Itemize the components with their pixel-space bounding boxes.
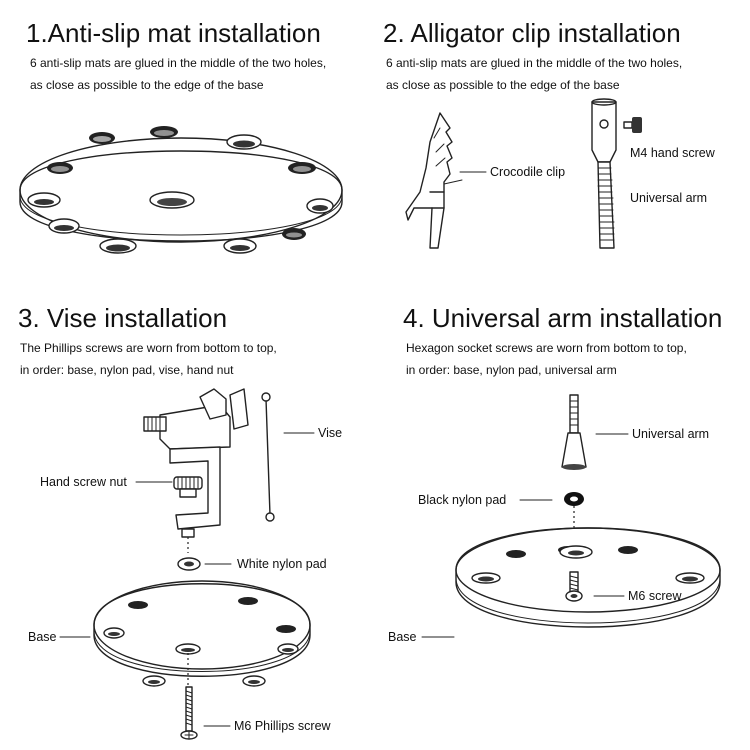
label-vise: Vise	[318, 426, 343, 440]
m6-phillips-screw-illustration	[180, 686, 198, 740]
section-4-title: 4. Universal arm installation	[403, 303, 723, 333]
base-3-mats	[103, 597, 299, 687]
universal-arm-illustration	[591, 98, 642, 249]
base-4-mats	[471, 545, 705, 584]
label-universal-arm-2: Universal arm	[630, 191, 708, 205]
section-1-line-2: as close as possible to the edge of the …	[30, 78, 264, 92]
section-3-line-2: in order: base, nylon pad, vise, hand nu…	[20, 363, 234, 377]
section-4-line-1: Hexagon socket screws are worn from bott…	[406, 341, 687, 355]
section-1-line-1: 6 anti-slip mats are glued in the middle…	[30, 56, 327, 70]
label-universal-arm-4: Universal arm	[632, 427, 710, 441]
section-2-line-2: as close as possible to the edge of the …	[386, 78, 620, 92]
label-white-nylon-pad: White nylon pad	[237, 557, 327, 571]
crocodile-clip-illustration	[405, 112, 463, 249]
base-with-mats-illustration	[19, 126, 343, 254]
label-base-3: Base	[28, 630, 57, 644]
black-nylon-pad-illustration	[564, 492, 584, 528]
section-2-title: 2. Alligator clip installation	[383, 18, 681, 48]
base-3-leader	[59, 636, 91, 638]
section-3-title: 3. Vise installation	[18, 303, 228, 333]
hand-nut-leader	[135, 481, 173, 483]
crocodile-clip-leader	[459, 171, 487, 173]
nylon-pad-leader	[204, 563, 232, 565]
label-black-nylon-pad: Black nylon pad	[418, 493, 507, 507]
base-4-illustration	[455, 527, 721, 628]
anti-slip-mats	[27, 126, 334, 254]
label-m6-screw: M6 screw	[628, 589, 682, 603]
universal-arm-4-leader	[595, 433, 629, 435]
vise-illustration	[143, 388, 275, 553]
base-4-leader	[421, 636, 455, 638]
section-2-line-1: 6 anti-slip mats are glued in the middle…	[386, 56, 683, 70]
label-m4-hand-screw: M4 hand screw	[630, 146, 715, 160]
label-base-4: Base	[388, 630, 417, 644]
section-4-line-2: in order: base, nylon pad, universal arm	[406, 363, 617, 377]
phillips-screw-leader	[203, 725, 231, 727]
section-3-line-1: The Phillips screws are worn from bottom…	[20, 341, 277, 355]
label-crocodile-clip: Crocodile clip	[490, 165, 566, 179]
vise-leader	[283, 432, 315, 434]
white-nylon-pad-illustration	[177, 557, 201, 571]
base-3-illustration	[93, 580, 311, 687]
universal-arm-4-illustration	[561, 394, 587, 470]
section-1-title: 1.Anti-slip mat installation	[26, 18, 321, 48]
black-pad-leader	[519, 499, 553, 501]
m6-screw-leader	[593, 595, 625, 597]
label-m6-phillips-screw: M6 Phillips screw	[234, 719, 331, 733]
gooseneck-segments	[597, 161, 615, 249]
label-hand-screw-nut: Hand screw nut	[40, 475, 127, 489]
